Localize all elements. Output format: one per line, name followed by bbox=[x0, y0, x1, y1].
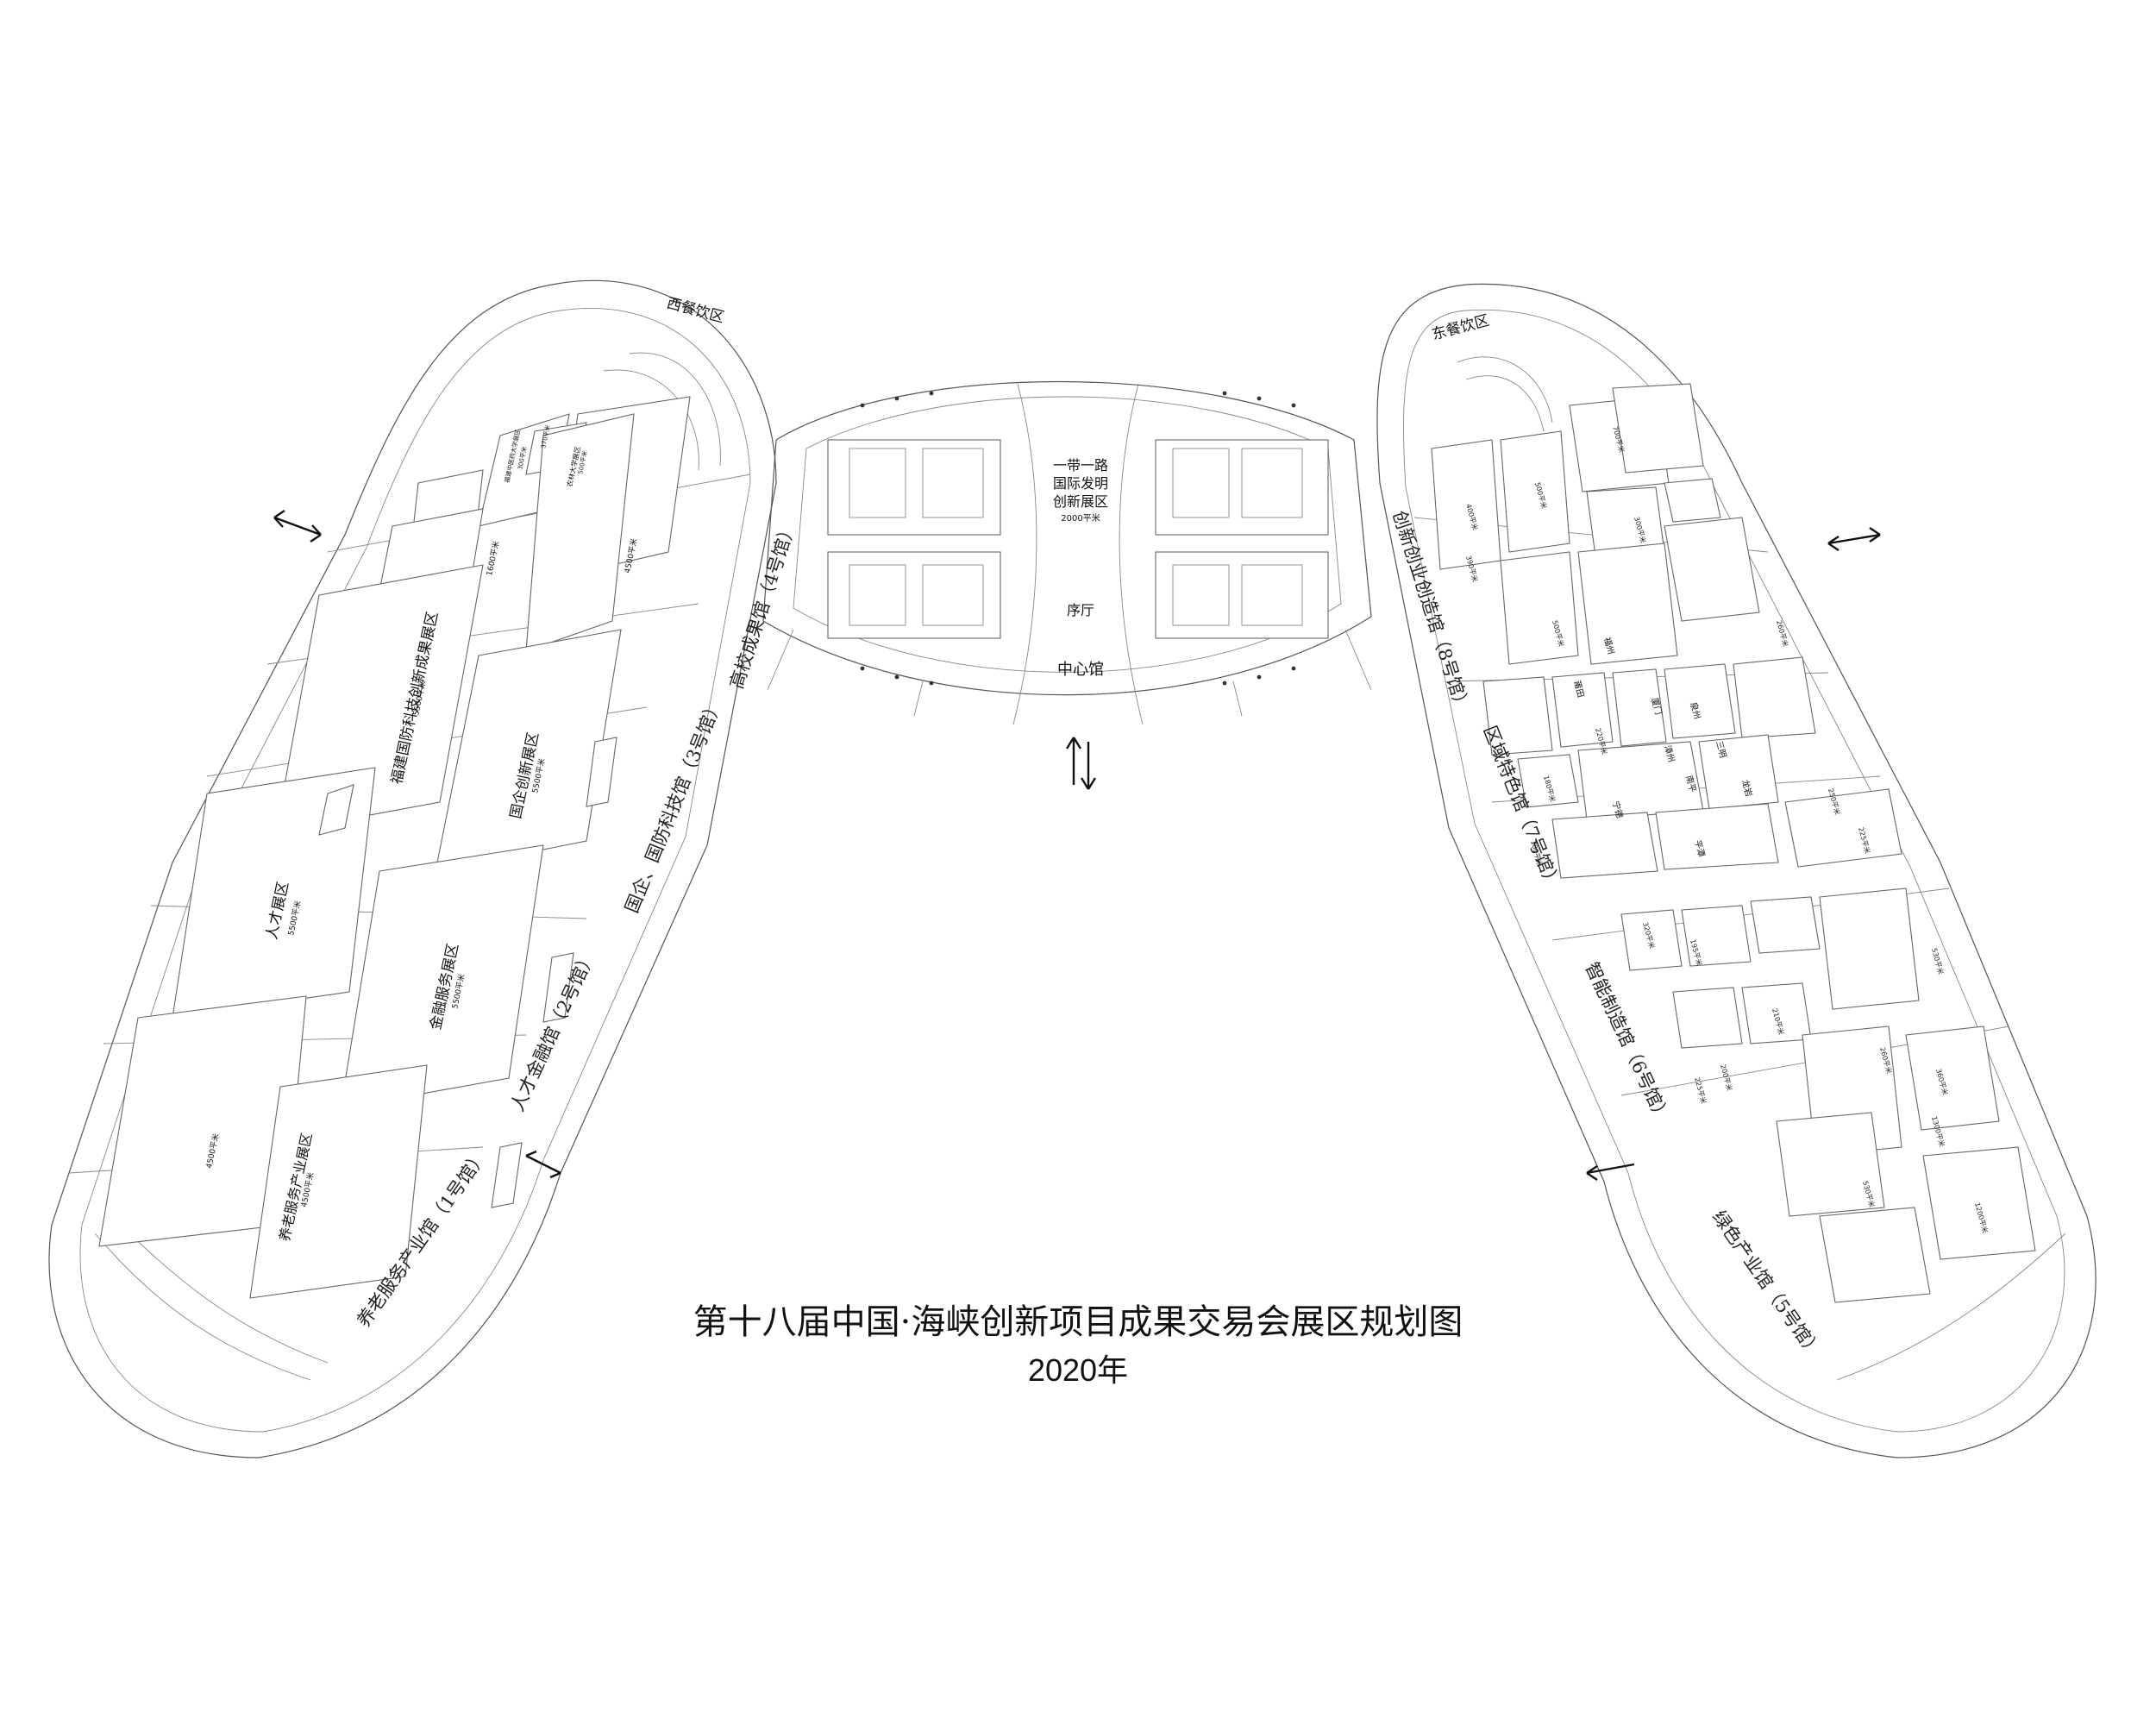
east-south-entrance-arrow bbox=[1586, 1163, 1635, 1181]
center-hall-structure bbox=[762, 380, 1372, 725]
belt-zone-area: 2000平米 bbox=[1061, 512, 1100, 524]
belt-zone-line1: 一带一路 bbox=[1053, 457, 1108, 474]
west-zone-area: 1600平米 bbox=[484, 540, 501, 577]
plan-year: 2020年 bbox=[1027, 1352, 1129, 1388]
east-wing bbox=[1376, 283, 2096, 1458]
east-city-label: 三明 bbox=[1714, 740, 1728, 759]
center-south-entrance-arrow bbox=[1065, 737, 1097, 790]
hall-3-label: 国企、国防科技馆（3号馆） bbox=[621, 696, 726, 916]
west-entrance-arrow bbox=[273, 510, 322, 543]
entrance-arrows bbox=[273, 510, 1881, 1181]
belt-zone-line3: 创新展区 bbox=[1053, 493, 1108, 510]
west-wing bbox=[48, 279, 777, 1458]
plan-title: 第十八届中国·海峡创新项目成果交易会展区规划图 bbox=[693, 1302, 1463, 1342]
east-booth-area: 260平米 bbox=[1775, 619, 1790, 648]
belt-zone-line2: 国际发明 bbox=[1053, 475, 1108, 492]
hall-6-label: 智能制造馆（6号馆） bbox=[1581, 959, 1673, 1126]
center-hall-label: 中心馆 bbox=[1057, 661, 1104, 679]
east-city-label: 平潭 bbox=[1692, 839, 1707, 858]
hall-4-label: 高校成果馆（4号馆） bbox=[726, 519, 799, 692]
east-entrance-arrow bbox=[1827, 527, 1881, 551]
west-wing-outline bbox=[48, 279, 777, 1458]
west-dining-label: 西餐饮区 bbox=[665, 295, 726, 327]
center-lobby-label: 序厅 bbox=[1067, 602, 1094, 618]
east-dining-label: 东餐饮区 bbox=[1430, 312, 1491, 344]
east-booth-area: 530平米 bbox=[1930, 947, 1946, 975]
west-south-entrance-arrow bbox=[525, 1150, 561, 1179]
